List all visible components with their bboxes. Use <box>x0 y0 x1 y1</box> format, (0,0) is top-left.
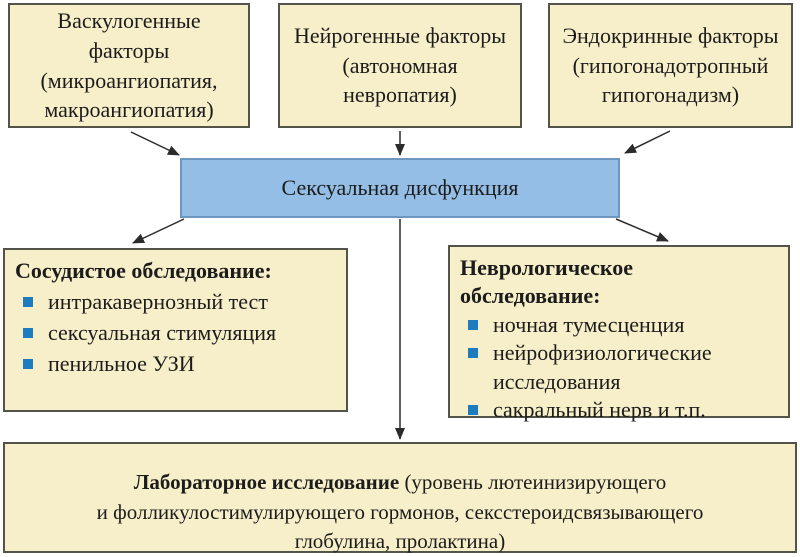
list-item: нейрофизиологические исследования <box>460 339 776 395</box>
lab-title: Лабораторное исследование <box>133 469 400 494</box>
list-item: ночная тумесценция <box>460 311 776 339</box>
arrow-endocrine-to-dysfunction <box>624 130 671 154</box>
arrow-dysfunction-to-neuro-exam <box>615 218 669 242</box>
list-item-label: пенильное УЗИ <box>48 351 195 377</box>
box-label: Эндокринные факторы (гипогонадотропный г… <box>562 22 779 108</box>
arrow-vasculogenic-to-dysfunction <box>130 131 180 156</box>
bullet-square-icon <box>468 404 478 415</box>
list-item: пенильное УЗИ <box>15 350 334 378</box>
arrow-dysfunction-to-vascular-exam <box>132 218 185 244</box>
bullet-square-icon <box>23 359 33 370</box>
exam-title: Неврологическое обследование: <box>460 255 634 309</box>
list-item: интракавернозный тест <box>15 288 334 316</box>
box-neurogenic-factors: Нейрогенные факторы (автономная невропат… <box>278 3 522 128</box>
list-item: сексуальная стимуляция <box>15 319 334 347</box>
box-endocrine-factors: Эндокринные факторы (гипогонадотропный г… <box>548 3 793 128</box>
bullet-square-icon <box>23 328 33 339</box>
box-label: Нейрогенные факторы (автономная невропат… <box>293 22 507 108</box>
box-vasculogenic-factors: Васкулогенные факторы (микроангиопатия, … <box>8 3 250 128</box>
bullet-square-icon <box>468 348 478 359</box>
list-item-label: нейрофизиологические исследования <box>493 340 712 394</box>
lab-text: Лабораторное исследование (уровень лютеи… <box>67 438 734 557</box>
bullet-square-icon <box>468 320 478 331</box>
list-item: сакральный нерв и т.п. <box>460 396 776 424</box>
list-item-label: сексуальная стимуляция <box>48 320 277 346</box>
exam-title: Сосудистое обследование: <box>15 258 272 283</box>
bullet-square-icon <box>23 297 33 308</box>
bullet-list: интракавернозный тест сексуальная стимуля… <box>15 288 334 378</box>
box-vascular-exam: Сосудистое обследование: интракавернозны… <box>3 248 348 412</box>
list-item-label: интракавернозный тест <box>48 289 268 315</box>
box-sexual-dysfunction: Сексуальная дисфункция <box>180 158 620 218</box>
box-lab-study: Лабораторное исследование (уровень лютеи… <box>3 442 797 553</box>
list-item-label: ночная тумесценция <box>493 312 685 338</box>
list-item-label: сакральный нерв и т.п. <box>493 396 706 422</box>
box-neuro-exam: Неврологическое обследование: ночная тум… <box>448 245 790 422</box>
box-label: Васкулогенные факторы (микроангиопатия, … <box>40 8 218 123</box>
lab-description: (уровень лютеинизирующего и фолликулости… <box>96 469 704 554</box>
box-label: Сексуальная дисфункция <box>281 175 519 200</box>
